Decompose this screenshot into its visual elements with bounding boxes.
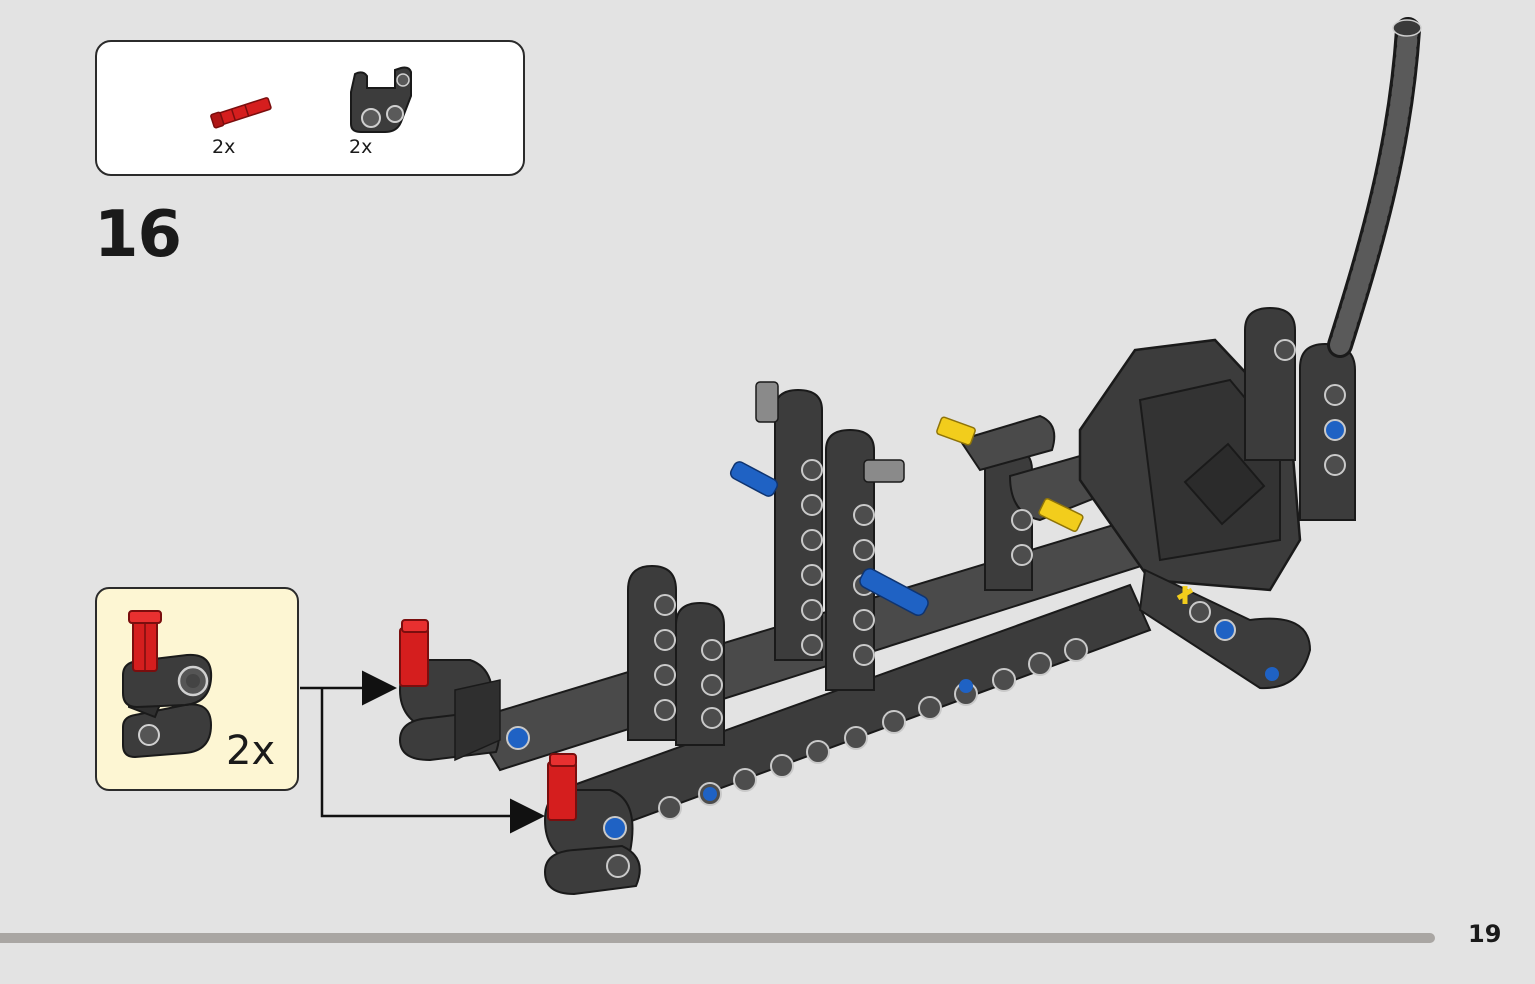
rear-uprights bbox=[1244, 306, 1356, 521]
left-connector-back bbox=[398, 619, 530, 762]
black-angle-connector-icon bbox=[350, 66, 412, 133]
left-connector-front bbox=[543, 753, 641, 896]
part-quantity-1: 2x bbox=[212, 136, 236, 158]
progress-bar bbox=[0, 933, 1435, 943]
page-number: 19 bbox=[1468, 920, 1502, 948]
parts-list-box: 2x 2x bbox=[95, 40, 525, 176]
subassembly-callout bbox=[95, 587, 299, 791]
long-beam-front bbox=[558, 583, 1152, 842]
vertical-beams-right bbox=[936, 414, 1112, 591]
step-number: 16 bbox=[94, 198, 182, 272]
subassembly-quantity: 2x bbox=[226, 728, 276, 774]
vertical-beams-center bbox=[729, 381, 929, 691]
part-quantity-2: 2x bbox=[349, 136, 373, 158]
placement-arrows bbox=[300, 670, 545, 834]
flex-tube bbox=[1327, 17, 1422, 358]
red-axle-pin-icon bbox=[210, 97, 272, 129]
vertical-beams-left bbox=[627, 564, 725, 746]
subassembly-illustration bbox=[122, 610, 213, 759]
